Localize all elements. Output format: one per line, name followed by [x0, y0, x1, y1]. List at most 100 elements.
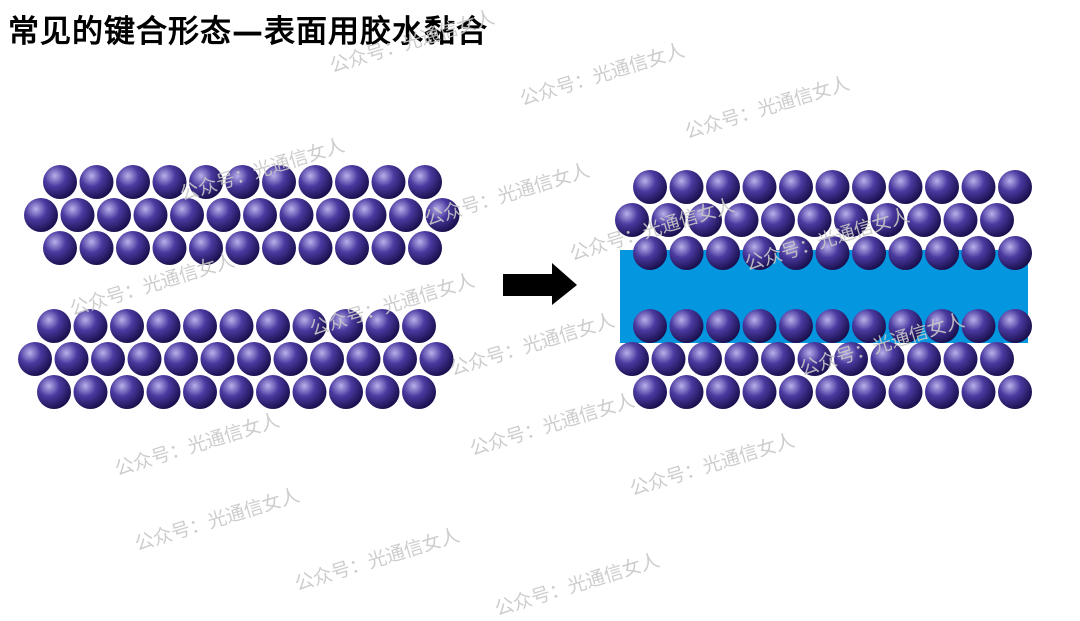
sphere — [79, 231, 114, 265]
sphere — [852, 375, 886, 409]
sphere — [779, 375, 813, 409]
sphere — [742, 170, 777, 204]
sphere — [779, 309, 813, 343]
sphere — [925, 170, 959, 204]
sphere — [419, 342, 454, 376]
sphere — [615, 203, 649, 237]
sphere — [73, 375, 108, 409]
sphere — [633, 309, 667, 343]
sphere — [706, 309, 740, 343]
sphere — [116, 231, 150, 265]
sphere — [688, 203, 722, 237]
sphere — [779, 236, 813, 270]
sphere — [834, 342, 868, 376]
sphere — [888, 170, 923, 204]
sphere — [146, 375, 181, 409]
sphere — [243, 198, 277, 232]
sphere — [133, 198, 168, 232]
sphere — [335, 165, 369, 199]
sphere — [761, 203, 795, 237]
sphere — [292, 309, 327, 343]
sphere — [219, 309, 254, 343]
sphere — [189, 165, 223, 199]
sphere — [237, 342, 271, 376]
sphere — [371, 165, 406, 199]
sphere — [73, 309, 108, 343]
sphere — [925, 236, 959, 270]
sphere — [980, 203, 1014, 237]
left-lower-sphere-layer — [18, 309, 454, 409]
sphere — [943, 203, 978, 237]
sphere — [633, 236, 667, 270]
sphere — [779, 170, 813, 204]
sphere — [797, 342, 832, 376]
sphere — [669, 170, 704, 204]
sphere — [298, 165, 333, 199]
sphere — [127, 342, 162, 376]
right-lower-sphere-layer — [615, 309, 1032, 409]
sphere — [870, 342, 905, 376]
sphere — [371, 231, 406, 265]
sphere — [335, 231, 369, 265]
sphere — [408, 231, 442, 265]
left-upper-sphere-layer — [24, 165, 460, 265]
sphere — [262, 231, 296, 265]
sphere — [389, 198, 423, 232]
sphere — [815, 309, 850, 343]
sphere — [688, 342, 722, 376]
sphere — [633, 170, 667, 204]
sphere — [365, 309, 400, 343]
sphere — [152, 165, 187, 199]
sphere — [998, 309, 1032, 343]
sphere — [170, 198, 204, 232]
sphere — [352, 198, 387, 232]
sphere — [152, 231, 187, 265]
sphere — [742, 375, 777, 409]
sphere — [383, 342, 417, 376]
sphere — [998, 375, 1032, 409]
sphere — [907, 203, 941, 237]
sphere — [292, 375, 327, 409]
sphere — [888, 309, 923, 343]
sphere — [815, 236, 850, 270]
sphere — [316, 198, 350, 232]
sphere — [110, 309, 144, 343]
sphere — [815, 170, 850, 204]
sphere — [651, 203, 686, 237]
sphere — [998, 236, 1032, 270]
sphere — [669, 375, 704, 409]
sphere — [225, 165, 260, 199]
sphere — [797, 203, 832, 237]
sphere — [742, 309, 777, 343]
sphere — [310, 342, 344, 376]
sphere — [206, 198, 241, 232]
sphere — [402, 309, 436, 343]
sphere — [43, 231, 77, 265]
sphere — [961, 236, 996, 270]
sphere — [706, 375, 740, 409]
sphere — [961, 170, 996, 204]
sphere — [870, 203, 905, 237]
sphere — [402, 375, 436, 409]
sphere — [256, 309, 290, 343]
sphere — [669, 236, 704, 270]
sphere — [116, 165, 150, 199]
sphere — [706, 236, 740, 270]
sphere — [852, 309, 886, 343]
sphere — [852, 170, 886, 204]
sphere — [219, 375, 254, 409]
sphere — [852, 236, 886, 270]
sphere — [183, 309, 217, 343]
sphere — [189, 231, 223, 265]
sphere — [980, 342, 1014, 376]
sphere — [742, 236, 777, 270]
sphere — [225, 231, 260, 265]
bonding-diagram — [18, 165, 1032, 409]
sphere — [329, 375, 363, 409]
sphere — [256, 375, 290, 409]
sphere — [97, 198, 131, 232]
sphere — [329, 309, 363, 343]
sphere — [60, 198, 95, 232]
sphere — [615, 342, 649, 376]
sphere — [724, 203, 759, 237]
